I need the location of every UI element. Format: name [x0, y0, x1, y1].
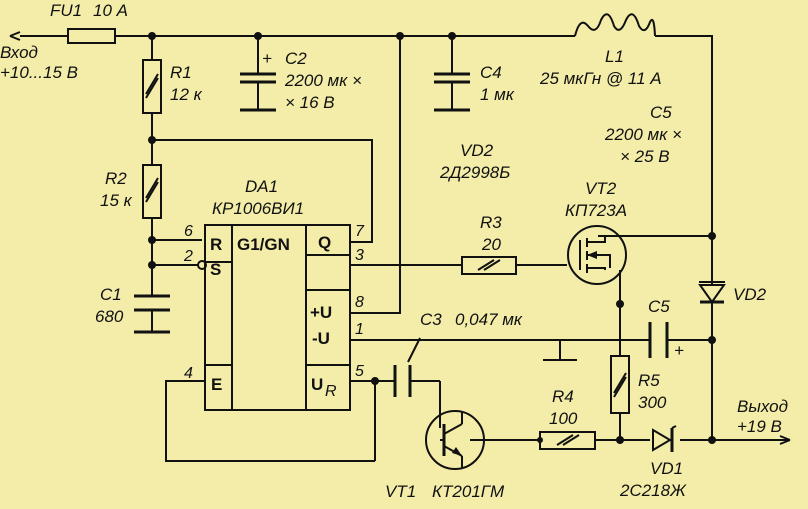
fuse-FU1: [67, 28, 116, 44]
capacitor-C4: [434, 72, 470, 84]
input-label: Вход: [0, 43, 38, 62]
VT1-ref: VT1: [385, 482, 416, 501]
VD2-ref-top: VD2: [460, 141, 494, 160]
C3-ref: C3: [420, 310, 442, 329]
pin-number-8: 8: [355, 294, 364, 311]
DA1-pin-minusU: -U: [312, 329, 330, 348]
DA1-ref: DA1: [245, 177, 278, 196]
C1-ref: C1: [100, 285, 122, 304]
DA1-pin-Q: Q: [318, 233, 331, 252]
pin-number-7: 7: [355, 223, 365, 240]
C5-ref: C5: [648, 297, 670, 316]
ground-symbols: [134, 108, 577, 361]
pin-number-6: 6: [184, 223, 193, 240]
C2-ref: C2: [285, 49, 307, 68]
R4-value: 100: [549, 409, 578, 428]
capacitor-C1: [134, 294, 170, 312]
DA1-pin-R: R: [210, 235, 222, 254]
pin-number-2: 2: [183, 248, 193, 265]
pin-number-4: 4: [184, 365, 193, 382]
diode-VD2: [698, 281, 726, 304]
C5-top-value2: × 25 В: [620, 147, 670, 166]
DA1-pin-E: E: [211, 375, 222, 394]
VD2-part: 2Д2998Б: [439, 163, 510, 182]
VD2-ref: VD2: [733, 285, 767, 304]
junction-dots: [148, 32, 716, 444]
C2-value2: × 16 В: [285, 93, 335, 112]
L1-ref: L1: [605, 47, 624, 66]
DA1-part: КР1006ВИ1: [212, 199, 304, 218]
resistor-R5: [610, 355, 630, 414]
wires: [9, 31, 791, 462]
pin-number-5: 5: [355, 363, 364, 380]
fuse-ref: FU1: [50, 1, 82, 20]
fuse-value: 10 А: [93, 1, 128, 20]
C3-value: 0,047 мк: [455, 310, 523, 329]
C5-top-ref: C5: [650, 103, 672, 122]
C5-top-value1: 2200 мк ×: [604, 125, 682, 144]
VT2-part: КП723А: [565, 201, 627, 220]
input-voltage: +10...15 В: [0, 63, 78, 82]
DA1-func: G1/GN: [237, 235, 290, 254]
chip-DA1: [197, 224, 351, 411]
transistor-VT1: [425, 410, 485, 470]
capacitor-C3: [393, 337, 421, 397]
R2-value: 15 к: [100, 191, 133, 210]
VD1-part: 2С218Ж: [619, 481, 687, 500]
R2-ref: R2: [105, 169, 127, 188]
C1-value: 680: [95, 307, 124, 326]
resistor-R2: [142, 164, 162, 219]
R5-value: 300: [638, 393, 667, 412]
resistor-R4: [539, 431, 596, 450]
DA1-pin-plusU: +U: [310, 303, 332, 322]
resistor-R3: [461, 256, 517, 275]
VT2-ref: VT2: [585, 179, 617, 198]
C4-ref: C4: [480, 63, 502, 82]
transistor-VT2: [567, 225, 627, 285]
C2-value1: 2200 мк ×: [284, 71, 362, 90]
VT1-part: КТ201ГМ: [432, 482, 505, 501]
pin-number-1: 1: [355, 321, 364, 338]
DA1-pin-S: S: [210, 260, 221, 279]
diode-VD1: [652, 425, 677, 452]
DA1-pin-UR-sub: R: [325, 383, 337, 400]
C5-polarity: +: [674, 341, 684, 360]
pin-number-3: 3: [355, 247, 364, 264]
inductor-L1: [574, 13, 656, 37]
capacitor-C2: [240, 72, 276, 84]
R1-value: 12 к: [170, 85, 203, 104]
output-voltage: +19 В: [737, 417, 782, 436]
resistor-R1: [142, 59, 162, 114]
R3-value: 20: [481, 235, 501, 254]
output-label: Выход: [737, 397, 788, 416]
VD1-ref: VD1: [650, 459, 683, 478]
L1-value: 25 мкГн @ 11 А: [539, 69, 662, 88]
R5-ref: R5: [638, 371, 660, 390]
DA1-pin-UR: U: [311, 375, 323, 394]
C2-polarity: +: [262, 49, 272, 68]
R1-ref: R1: [170, 63, 192, 82]
R3-ref: R3: [480, 213, 502, 232]
labels: Вход +10...15 В FU1 10 А R1 12 к R2 15 к…: [0, 1, 788, 501]
R4-ref: R4: [552, 387, 574, 406]
C4-value: 1 мк: [480, 85, 515, 104]
capacitor-C5: [648, 322, 669, 358]
